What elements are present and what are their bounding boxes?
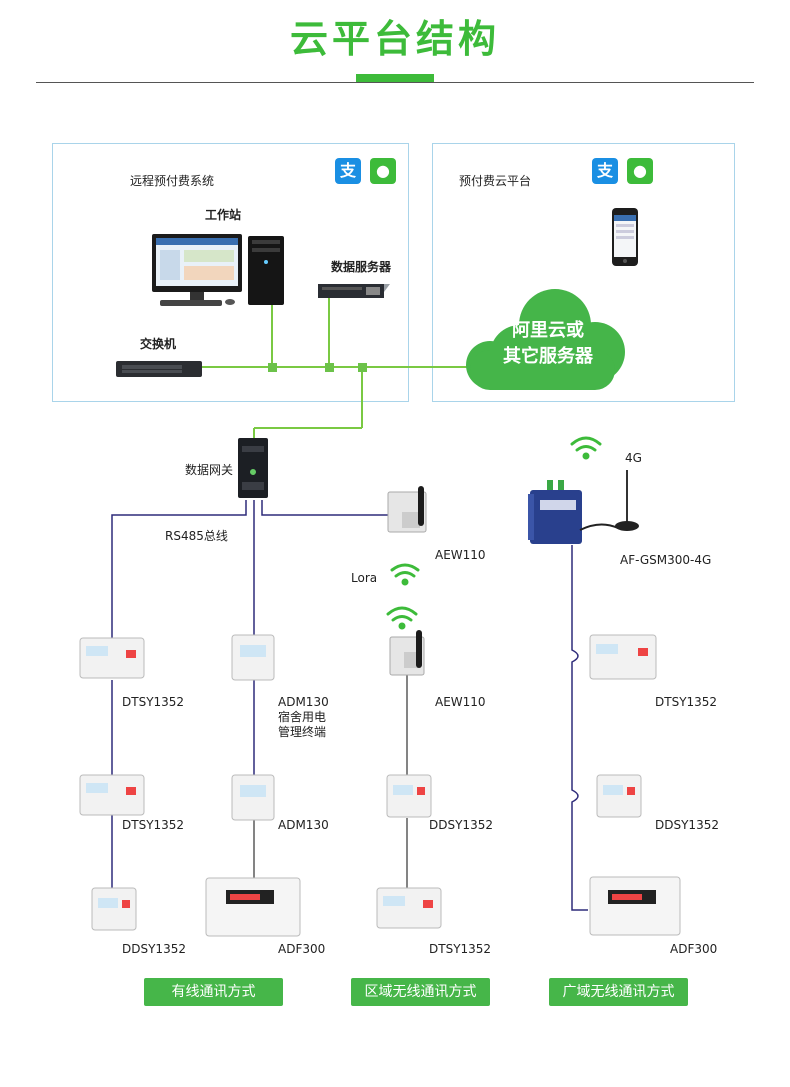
meter-adf300-wired [205, 877, 301, 937]
wan-wireless-communication-button[interactable]: 广域无线通讯方式 [549, 978, 688, 1006]
data-gateway-device [238, 438, 268, 498]
meter-label: DDSY1352 [429, 818, 493, 832]
alipay-icon: 支 [335, 158, 361, 184]
data-server [318, 284, 390, 298]
prepay-cloud-platform-title: 预付费云平台 [459, 174, 532, 188]
rs485-bus-lines [111, 500, 388, 890]
wifi-signal-icon-aew110 [386, 606, 418, 630]
wifi-signal-icon-lora [390, 563, 420, 586]
lan-junction-node [325, 363, 334, 372]
meter-adm130-1 [231, 634, 275, 681]
meter-dtsy1352-wired-2 [79, 774, 145, 816]
device-links [253, 675, 408, 890]
rs485-bus-label: RS485总线 [165, 529, 228, 543]
lan-wireless-communication-button[interactable]: 区域无线通讯方式 [351, 978, 490, 1006]
wechat-icon: ● [370, 158, 396, 184]
meter-dtsy1352-lora [376, 887, 442, 929]
workstation-tower [248, 236, 284, 305]
page-title: 云平台结构 [289, 17, 500, 61]
af-gsm300-device [528, 470, 639, 544]
meter-label: DDSY1352 [122, 942, 186, 956]
wechat-icon: ● [627, 158, 653, 184]
meter-label: DDSY1352 [655, 818, 719, 832]
title-divider [36, 82, 754, 83]
switch-label: 交换机 [140, 337, 177, 351]
wired-communication-button[interactable]: 有线通讯方式 [144, 978, 283, 1006]
aew110-top-label: AEW110 [435, 548, 486, 562]
workstation-monitor [152, 234, 242, 306]
meter-label-adm130-terminal: ADM130 宿舍用电 管理终端 [278, 695, 329, 739]
lora-label: Lora [351, 571, 378, 585]
data-gateway-label: 数据网关 [185, 463, 234, 477]
data-server-label: 数据服务器 [331, 260, 392, 274]
lan-lines [202, 298, 470, 442]
wifi-signal-icon-4g [570, 436, 602, 460]
remote-prepay-system-title: 远程预付费系统 [130, 174, 215, 188]
aew110-top-device [387, 486, 427, 533]
af-gsm300-label: AF-GSM300-4G [620, 553, 712, 567]
meter-ddsy1352-wired [91, 887, 137, 931]
lan-junction-node [268, 363, 277, 372]
meter-dtsy1352-wired-1 [79, 637, 145, 679]
cloud-shape [466, 289, 625, 390]
meter-adf300-4g [589, 876, 681, 936]
meter-label: DTSY1352 [429, 942, 492, 956]
4g-antenna-label: 4G [625, 451, 642, 465]
meter-dtsy1352-4g [589, 634, 657, 680]
meter-label: ADF300 [670, 942, 718, 956]
meter-adm130-2 [231, 774, 275, 821]
aew110-second-device [389, 630, 425, 676]
meter-label: ADM130 [278, 818, 329, 832]
title-accent-bar [356, 74, 434, 82]
aew110-second-label: AEW110 [435, 695, 486, 709]
cloud-label: 阿里云或 其它服务器 [478, 318, 618, 370]
meter-label: DTSY1352 [122, 695, 185, 709]
lan-junction-node [358, 363, 367, 372]
workstation-label: 工作站 [205, 208, 242, 222]
meter-ddsy1352-4g [596, 774, 642, 818]
meter-ddsy1352-lora [386, 774, 432, 818]
cloud-label-line2: 其它服务器 [503, 346, 593, 367]
meter-label: DTSY1352 [655, 695, 718, 709]
meter-label: ADF300 [278, 942, 326, 956]
smartphone [612, 208, 638, 266]
4g-link [571, 545, 588, 911]
alipay-icon: 支 [592, 158, 618, 184]
meter-label: DTSY1352 [122, 818, 185, 832]
cloud-label-line1: 阿里云或 [512, 320, 584, 341]
network-switch [116, 361, 202, 377]
